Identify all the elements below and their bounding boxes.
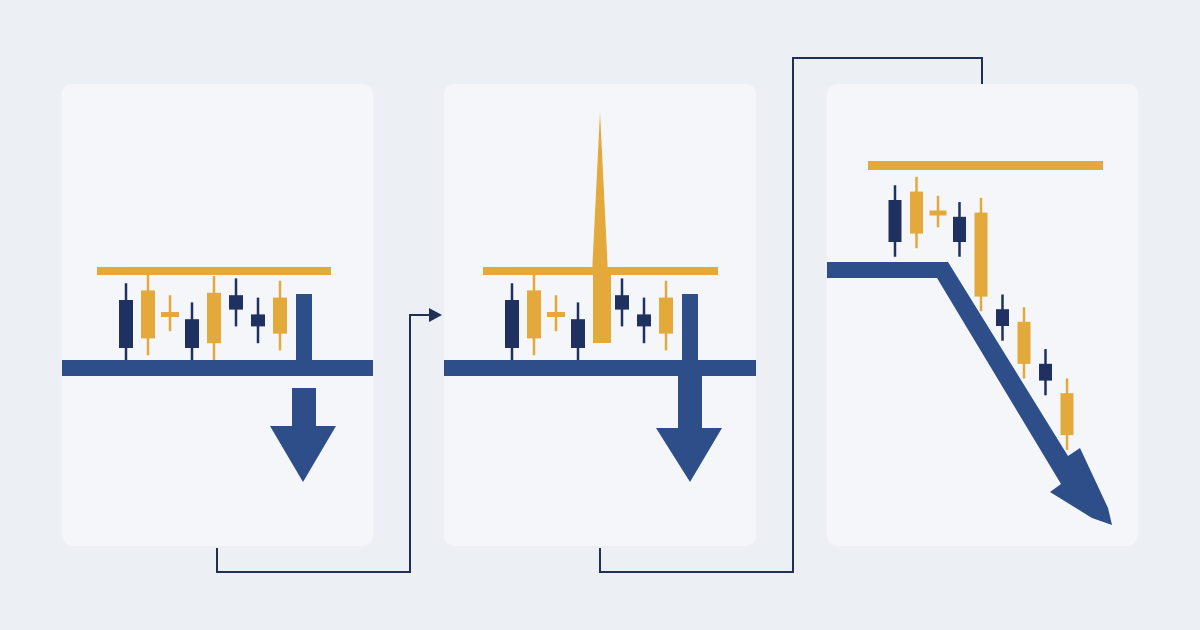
candle-body xyxy=(547,312,565,317)
candle-body xyxy=(615,295,629,310)
panel-background xyxy=(827,84,1138,546)
arrow-down-right-icon xyxy=(827,262,1112,525)
candle-body xyxy=(637,314,651,327)
candle-body xyxy=(207,292,221,344)
candle-body xyxy=(929,210,947,216)
arrow-down-icon xyxy=(270,388,336,482)
panel-range-breakdown xyxy=(62,84,373,546)
connector-panel2-to-panel3 xyxy=(599,57,983,573)
candle-body xyxy=(974,212,988,297)
candle-body xyxy=(185,319,199,348)
support-level xyxy=(444,360,756,376)
candles-group xyxy=(888,176,1074,450)
panel-false-breakout xyxy=(444,84,756,546)
panel-trend-continuation xyxy=(827,84,1138,546)
spike-wick xyxy=(592,112,608,274)
candle-body xyxy=(888,200,902,242)
candle-body xyxy=(273,297,287,334)
candle-body xyxy=(119,300,133,348)
candle-body xyxy=(161,312,179,317)
breakdown-stem xyxy=(296,294,312,360)
connector-panel1-to-panel2 xyxy=(216,314,436,573)
candle-body xyxy=(229,295,243,310)
candle-spike-body xyxy=(593,273,611,343)
candle-body xyxy=(571,319,585,348)
candle-body xyxy=(505,300,519,348)
arrow-right-icon xyxy=(429,308,442,322)
candle-body xyxy=(1017,321,1031,364)
candle-body xyxy=(251,314,265,327)
candle-body xyxy=(659,297,673,334)
resistance-level xyxy=(97,267,331,275)
resistance-level xyxy=(868,161,1103,170)
candles-group xyxy=(119,273,287,365)
candle-body xyxy=(1039,363,1052,381)
breakdown-stem xyxy=(682,294,698,360)
candle-body xyxy=(141,290,155,339)
candle-body xyxy=(910,191,923,234)
candle-body xyxy=(953,216,966,242)
candle-body xyxy=(527,290,541,339)
arrow-down-icon xyxy=(656,376,722,482)
candle-body xyxy=(996,309,1009,326)
candles-group xyxy=(505,273,673,365)
candle-body xyxy=(1060,393,1074,436)
support-level xyxy=(62,360,373,376)
